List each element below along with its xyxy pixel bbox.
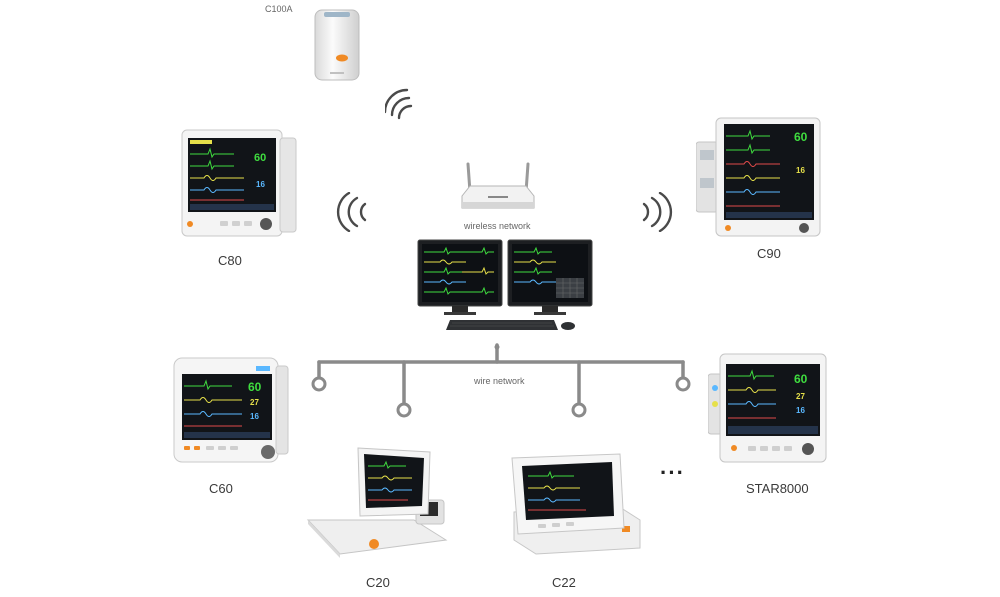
c80-monitor: 60 16 xyxy=(180,128,298,240)
c60-screen-value-rr: 16 xyxy=(250,412,259,421)
c20-label: C20 xyxy=(366,575,390,590)
c90-monitor: 60 16 xyxy=(696,116,824,240)
wireless-signal-icon xyxy=(336,192,367,232)
c60-monitor: 60 27 16 xyxy=(172,354,290,466)
c80-label: C80 xyxy=(218,253,242,268)
wireless-signal-icon xyxy=(385,88,413,120)
c60-screen-value-spo2: 27 xyxy=(250,398,259,407)
c22-monitor xyxy=(508,452,642,556)
star8000-screen-value-spo2: 27 xyxy=(796,392,805,401)
wireless-router xyxy=(458,162,538,214)
star8000-monitor: 60 27 16 xyxy=(708,352,828,464)
wireless-network-label: wireless network xyxy=(464,221,531,231)
star8000-label: STAR8000 xyxy=(746,481,809,496)
c100a-label: C100A xyxy=(265,4,293,14)
c22-label: C22 xyxy=(552,575,576,590)
c20-monitor xyxy=(306,444,448,560)
star8000-screen-value-rr: 16 xyxy=(796,406,805,415)
wireless-signal-icon xyxy=(642,192,673,232)
star8000-screen-value-hr: 60 xyxy=(794,372,808,386)
c90-label: C90 xyxy=(757,246,781,261)
c100a-device xyxy=(312,6,362,82)
c90-screen-value-hr: 60 xyxy=(794,130,808,144)
c60-screen-value-hr: 60 xyxy=(248,380,262,394)
more-devices-indicator: ··· xyxy=(660,460,685,485)
c60-label: C60 xyxy=(209,481,233,496)
c80-screen-value-rr: 16 xyxy=(256,180,265,189)
c90-screen-value-rr: 16 xyxy=(796,166,805,175)
central-station xyxy=(416,238,594,334)
wire-network-label: wire network xyxy=(474,376,525,386)
c80-screen-value-hr: 60 xyxy=(254,152,267,164)
